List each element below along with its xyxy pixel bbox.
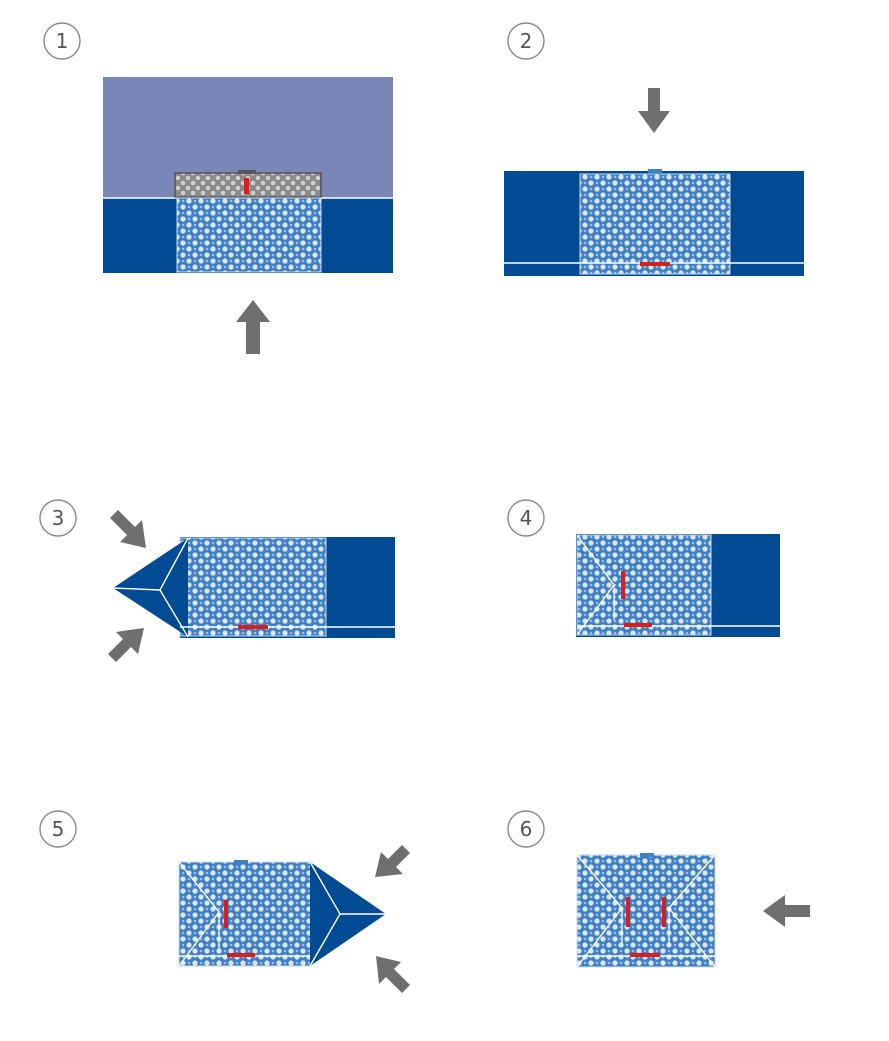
mesh-pouch	[579, 173, 731, 275]
step-number-badge: 1	[43, 22, 81, 60]
mesh-pouch	[176, 197, 322, 273]
mesh-pouch	[576, 854, 716, 968]
mesh-pouch	[576, 534, 712, 636]
red-tab	[662, 897, 666, 927]
arrow-down-icon	[638, 88, 670, 133]
arrow-up-right-icon	[108, 628, 144, 662]
mesh-pouch	[179, 537, 327, 637]
step-number-badge: 6	[507, 810, 545, 848]
step-6: 6	[507, 810, 810, 968]
step-number-badge: 2	[507, 22, 545, 60]
step-3: 3	[39, 499, 395, 662]
red-tab	[626, 897, 630, 927]
step-number: 2	[520, 29, 533, 53]
red-tab	[238, 625, 268, 629]
red-tab	[624, 623, 652, 627]
arrow-down-left-icon	[375, 845, 410, 877]
folded-triangle-flap	[113, 538, 188, 637]
arrow-up-icon	[236, 300, 270, 354]
arrow-up-left-icon	[376, 956, 410, 993]
step-number: 1	[56, 29, 69, 53]
step-2: 2	[504, 22, 804, 276]
step-1: 1	[43, 22, 393, 354]
red-tab	[630, 953, 660, 957]
red-tab	[227, 953, 255, 957]
red-tab	[621, 571, 625, 599]
arrow-down-right-icon	[110, 510, 146, 548]
arrow-left-icon	[763, 895, 810, 927]
step-number: 5	[52, 817, 65, 841]
mesh-pouch	[178, 861, 312, 967]
red-tab	[640, 262, 670, 266]
step-number: 6	[520, 817, 533, 841]
red-tab	[224, 900, 228, 928]
step-5: 5	[39, 810, 410, 993]
step-number: 4	[520, 506, 533, 530]
step-4: 4	[507, 499, 780, 637]
step-number-badge: 4	[507, 499, 545, 537]
step-number-badge: 5	[39, 810, 77, 848]
step-number: 3	[52, 506, 65, 530]
red-tab	[244, 178, 249, 194]
step-number-badge: 3	[39, 499, 77, 537]
